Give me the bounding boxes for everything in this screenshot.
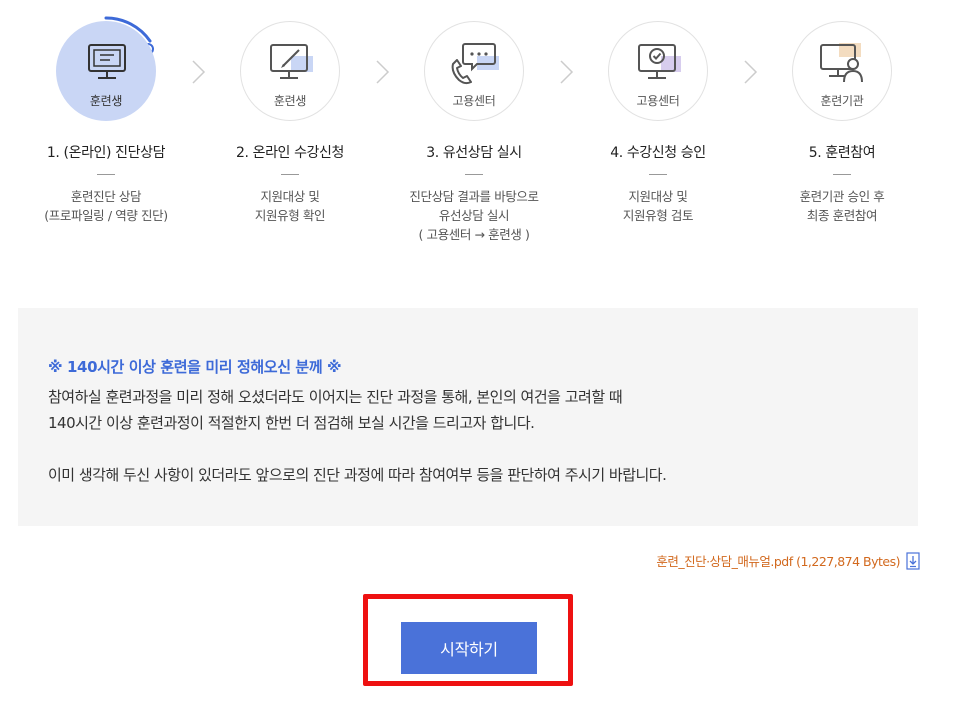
step-title: 2. 온라인 수강신청: [235, 145, 345, 161]
notice-box: ※ 140시간 이상 훈련을 미리 정해오신 분께 ※ 참여하실 훈련과정을 미…: [18, 308, 918, 526]
phone-chat-icon: [451, 43, 499, 85]
step-circle: 고용센터: [608, 21, 708, 121]
notice-line: 참여하실 훈련과정을 미리 정해 오셨더라도 이어지는 진단 과정을 통해, 본…: [48, 388, 623, 406]
step-description: 진단상담 결과를 바탕으로 유선상담 실시 ( 고용센터 → 훈련생 ): [381, 187, 567, 244]
notice-paragraph: 참여하실 훈련과정을 미리 정해 오셨더라도 이어지는 진단 과정을 통해, 본…: [48, 384, 888, 436]
process-steps: 훈련생 1. (온라인) 진단상담 훈련진단 상담 (프로파일링 / 역량 진단…: [0, 0, 960, 260]
step-circle-label: 훈련기관: [820, 94, 864, 108]
start-highlight-frame: [363, 594, 573, 686]
step-3: 고용센터 3. 유선상담 실시 진단상담 결과를 바탕으로 유선상담 실시 ( …: [381, 0, 567, 244]
step-desc-line: 지원대상 및: [260, 189, 320, 204]
step-circle-bg: 훈련생: [240, 21, 340, 121]
step-desc-line: 지원유형 확인: [254, 208, 326, 223]
download-label: 훈련_진단·상담_매뉴얼.pdf (1,227,874 Bytes): [656, 554, 900, 569]
step-circle-bg: 훈련생: [56, 21, 156, 121]
step-desc-line: ( 고용센터 → 훈련생 ): [418, 227, 530, 242]
step-2: 훈련생 2. 온라인 수강신청 지원대상 및 지원유형 확인: [197, 0, 383, 225]
step-title: 3. 유선상담 실시: [426, 145, 522, 161]
divider: [97, 174, 115, 175]
step-description: 지원대상 및 지원유형 검토: [565, 187, 751, 225]
step-title: 1. (온라인) 진단상담: [46, 145, 166, 161]
step-circle-bg: 고용센터: [424, 21, 524, 121]
monitor-icon: [88, 44, 126, 79]
chevron-right-icon: [376, 60, 390, 84]
step-circle: 훈련생: [56, 16, 156, 121]
start-button[interactable]: 시작하기: [401, 622, 537, 674]
step-desc-line: 지원유형 검토: [622, 208, 694, 223]
divider: [281, 174, 299, 175]
step-description: 훈련기관 승인 후 최종 훈련참여: [749, 187, 935, 225]
step-desc-line: 훈련기관 승인 후: [799, 189, 885, 204]
step-1: 훈련생 1. (온라인) 진단상담 훈련진단 상담 (프로파일링 / 역량 진단…: [13, 0, 199, 225]
step-desc-line: 유선상담 실시: [438, 208, 510, 223]
download-icon[interactable]: [906, 551, 920, 570]
chevron-right-icon: [192, 60, 206, 84]
monitor-check-icon: [638, 44, 681, 79]
step-title: 5. 훈련참여: [808, 145, 876, 161]
chevron-right-icon: [744, 60, 758, 84]
step-circle-label: 고용센터: [452, 94, 496, 108]
step-circle-label: 고용센터: [636, 94, 680, 108]
step-circle-label: 훈련생: [89, 94, 123, 108]
notice-line: 이미 생각해 두신 사항이 있더라도 앞으로의 진단 과정에 따라 참여여부 등…: [48, 466, 667, 484]
notice-paragraph: 이미 생각해 두신 사항이 있더라도 앞으로의 진단 과정에 따라 참여여부 등…: [48, 462, 888, 488]
manual-download-link[interactable]: 훈련_진단·상담_매뉴얼.pdf (1,227,874 Bytes): [656, 551, 920, 570]
divider: [465, 174, 483, 175]
notice-line: 140시간 이상 훈련과정이 적절한지 한번 더 점검해 보실 시간을 드리고자…: [48, 414, 535, 432]
step-desc-line: 진단상담 결과를 바탕으로: [409, 189, 539, 204]
step-circle-bg: 훈련기관: [792, 21, 892, 121]
notice-title: ※ 140시간 이상 훈련을 미리 정해오신 분께 ※: [48, 358, 342, 376]
step-circle-bg: 고용센터: [608, 21, 708, 121]
step-5: 훈련기관 5. 훈련참여 훈련기관 승인 후 최종 훈련참여: [749, 0, 935, 225]
step-circle: 훈련기관: [792, 21, 892, 121]
divider: [649, 174, 667, 175]
step-description: 지원대상 및 지원유형 확인: [197, 187, 383, 225]
step-description: 훈련진단 상담 (프로파일링 / 역량 진단): [13, 187, 199, 225]
monitor-pen-icon: [270, 44, 313, 79]
divider: [833, 174, 851, 175]
step-circle-label: 훈련생: [273, 94, 307, 108]
step-circle: 고용센터: [424, 21, 524, 121]
step-4: 고용센터 4. 수강신청 승인 지원대상 및 지원유형 검토: [565, 0, 751, 225]
step-title: 4. 수강신청 승인: [610, 145, 706, 161]
chevron-right-icon: [560, 60, 574, 84]
step-circle: 훈련생: [240, 21, 340, 121]
step-desc-line: (프로파일링 / 역량 진단): [44, 208, 168, 223]
step-desc-line: 훈련진단 상담: [70, 189, 142, 204]
step-desc-line: 지원대상 및: [628, 189, 688, 204]
monitor-person-icon: [820, 43, 863, 83]
step-desc-line: 최종 훈련참여: [806, 208, 878, 223]
